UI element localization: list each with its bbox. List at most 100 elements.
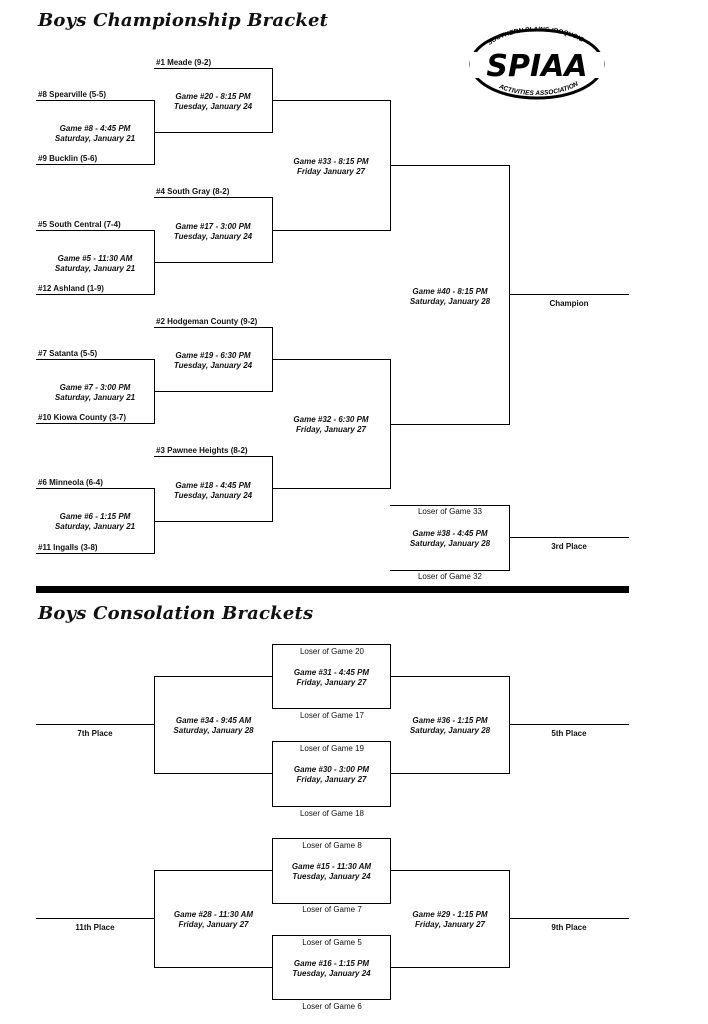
line: [154, 870, 273, 871]
loser-game-18: Loser of Game 18: [299, 809, 365, 818]
line: [272, 741, 391, 742]
line: [390, 424, 510, 425]
line: [154, 456, 273, 457]
line: [509, 505, 510, 571]
spiaa-logo: SOUTHERN PLAINS-IROQUOIS SPIAA ACTIVITIE…: [462, 22, 612, 104]
loser-game-19: Loser of Game 19: [299, 744, 365, 753]
logo-top-text: SOUTHERN PLAINS-IROQUOIS: [486, 26, 585, 47]
line: [272, 708, 391, 709]
loser-game-6: Loser of Game 6: [302, 1002, 362, 1011]
line: [154, 197, 273, 198]
line: [154, 870, 155, 968]
line: [36, 918, 155, 919]
line: [272, 456, 273, 522]
team-seed-5: #5 South Central (7-4): [38, 220, 121, 229]
line: [390, 870, 510, 871]
line: [272, 644, 391, 645]
line: [36, 164, 154, 165]
fifth-place-label: 5th Place: [551, 729, 587, 738]
line: [509, 918, 629, 919]
line: [272, 838, 273, 904]
line: [390, 165, 510, 166]
champion-label: Champion: [549, 299, 589, 308]
logo-main-text: SPIAA: [486, 49, 587, 84]
line: [509, 870, 510, 968]
loser-game-33: Loser of Game 33: [417, 507, 483, 516]
team-seed-9: #9 Bucklin (5-6): [38, 154, 98, 163]
line: [272, 230, 391, 231]
line: [154, 676, 155, 774]
loser-game-5: Loser of Game 5: [302, 938, 362, 947]
loser-game-8: Loser of Game 8: [302, 841, 362, 850]
loser-game-7: Loser of Game 7: [302, 905, 362, 914]
line: [390, 741, 391, 807]
line: [272, 359, 391, 360]
line: [509, 294, 629, 295]
line: [272, 741, 273, 807]
line: [272, 935, 391, 936]
line: [390, 570, 510, 571]
team-seed-10: #10 Kiowa County (3-7): [38, 413, 127, 422]
line: [390, 967, 510, 968]
line: [154, 676, 273, 677]
line: [154, 262, 273, 263]
line: [36, 553, 154, 554]
line: [272, 838, 391, 839]
loser-game-32: Loser of Game 32: [417, 572, 483, 581]
line: [390, 838, 391, 904]
eleventh-place-label: 11th Place: [75, 923, 115, 932]
ninth-place-label: 9th Place: [551, 923, 587, 932]
line: [509, 537, 629, 538]
team-seed-1: #1 Meade (9-2): [156, 58, 212, 67]
line: [154, 391, 273, 392]
line: [272, 488, 391, 489]
team-seed-12: #12 Ashland (1-9): [38, 284, 104, 293]
team-seed-11: #11 Ingalls (3-8): [38, 543, 98, 552]
team-seed-8: #8 Spearville (5-5): [38, 90, 107, 99]
line: [272, 999, 391, 1000]
line: [36, 294, 154, 295]
svg-text:SOUTHERN PLAINS-IROQUOIS: SOUTHERN PLAINS-IROQUOIS: [486, 26, 585, 47]
line: [272, 100, 391, 101]
line: [272, 806, 391, 807]
consolation-title: Boys Consolation Brackets: [38, 603, 314, 624]
team-seed-7: #7 Satanta (5-5): [38, 349, 98, 358]
logo-emblem: SOUTHERN PLAINS-IROQUOIS SPIAA ACTIVITIE…: [469, 26, 605, 100]
line: [36, 724, 155, 725]
line: [390, 505, 510, 506]
seventh-place-label: 7th Place: [77, 729, 113, 738]
line: [154, 327, 273, 328]
team-seed-3: #3 Pawnee Heights (8-2): [156, 446, 248, 455]
line: [154, 132, 273, 133]
team-seed-2: #2 Hodgeman County (9-2): [156, 317, 258, 326]
loser-game-20: Loser of Game 20: [299, 647, 365, 656]
line: [390, 773, 510, 774]
team-seed-6: #6 Minneola (6-4): [38, 478, 103, 487]
line: [36, 423, 154, 424]
line: [509, 676, 510, 774]
section-divider: [36, 586, 629, 593]
team-seed-4: #4 South Gray (8-2): [156, 187, 230, 196]
line: [36, 488, 154, 489]
line: [36, 359, 154, 360]
line: [154, 521, 273, 522]
line: [154, 68, 273, 69]
